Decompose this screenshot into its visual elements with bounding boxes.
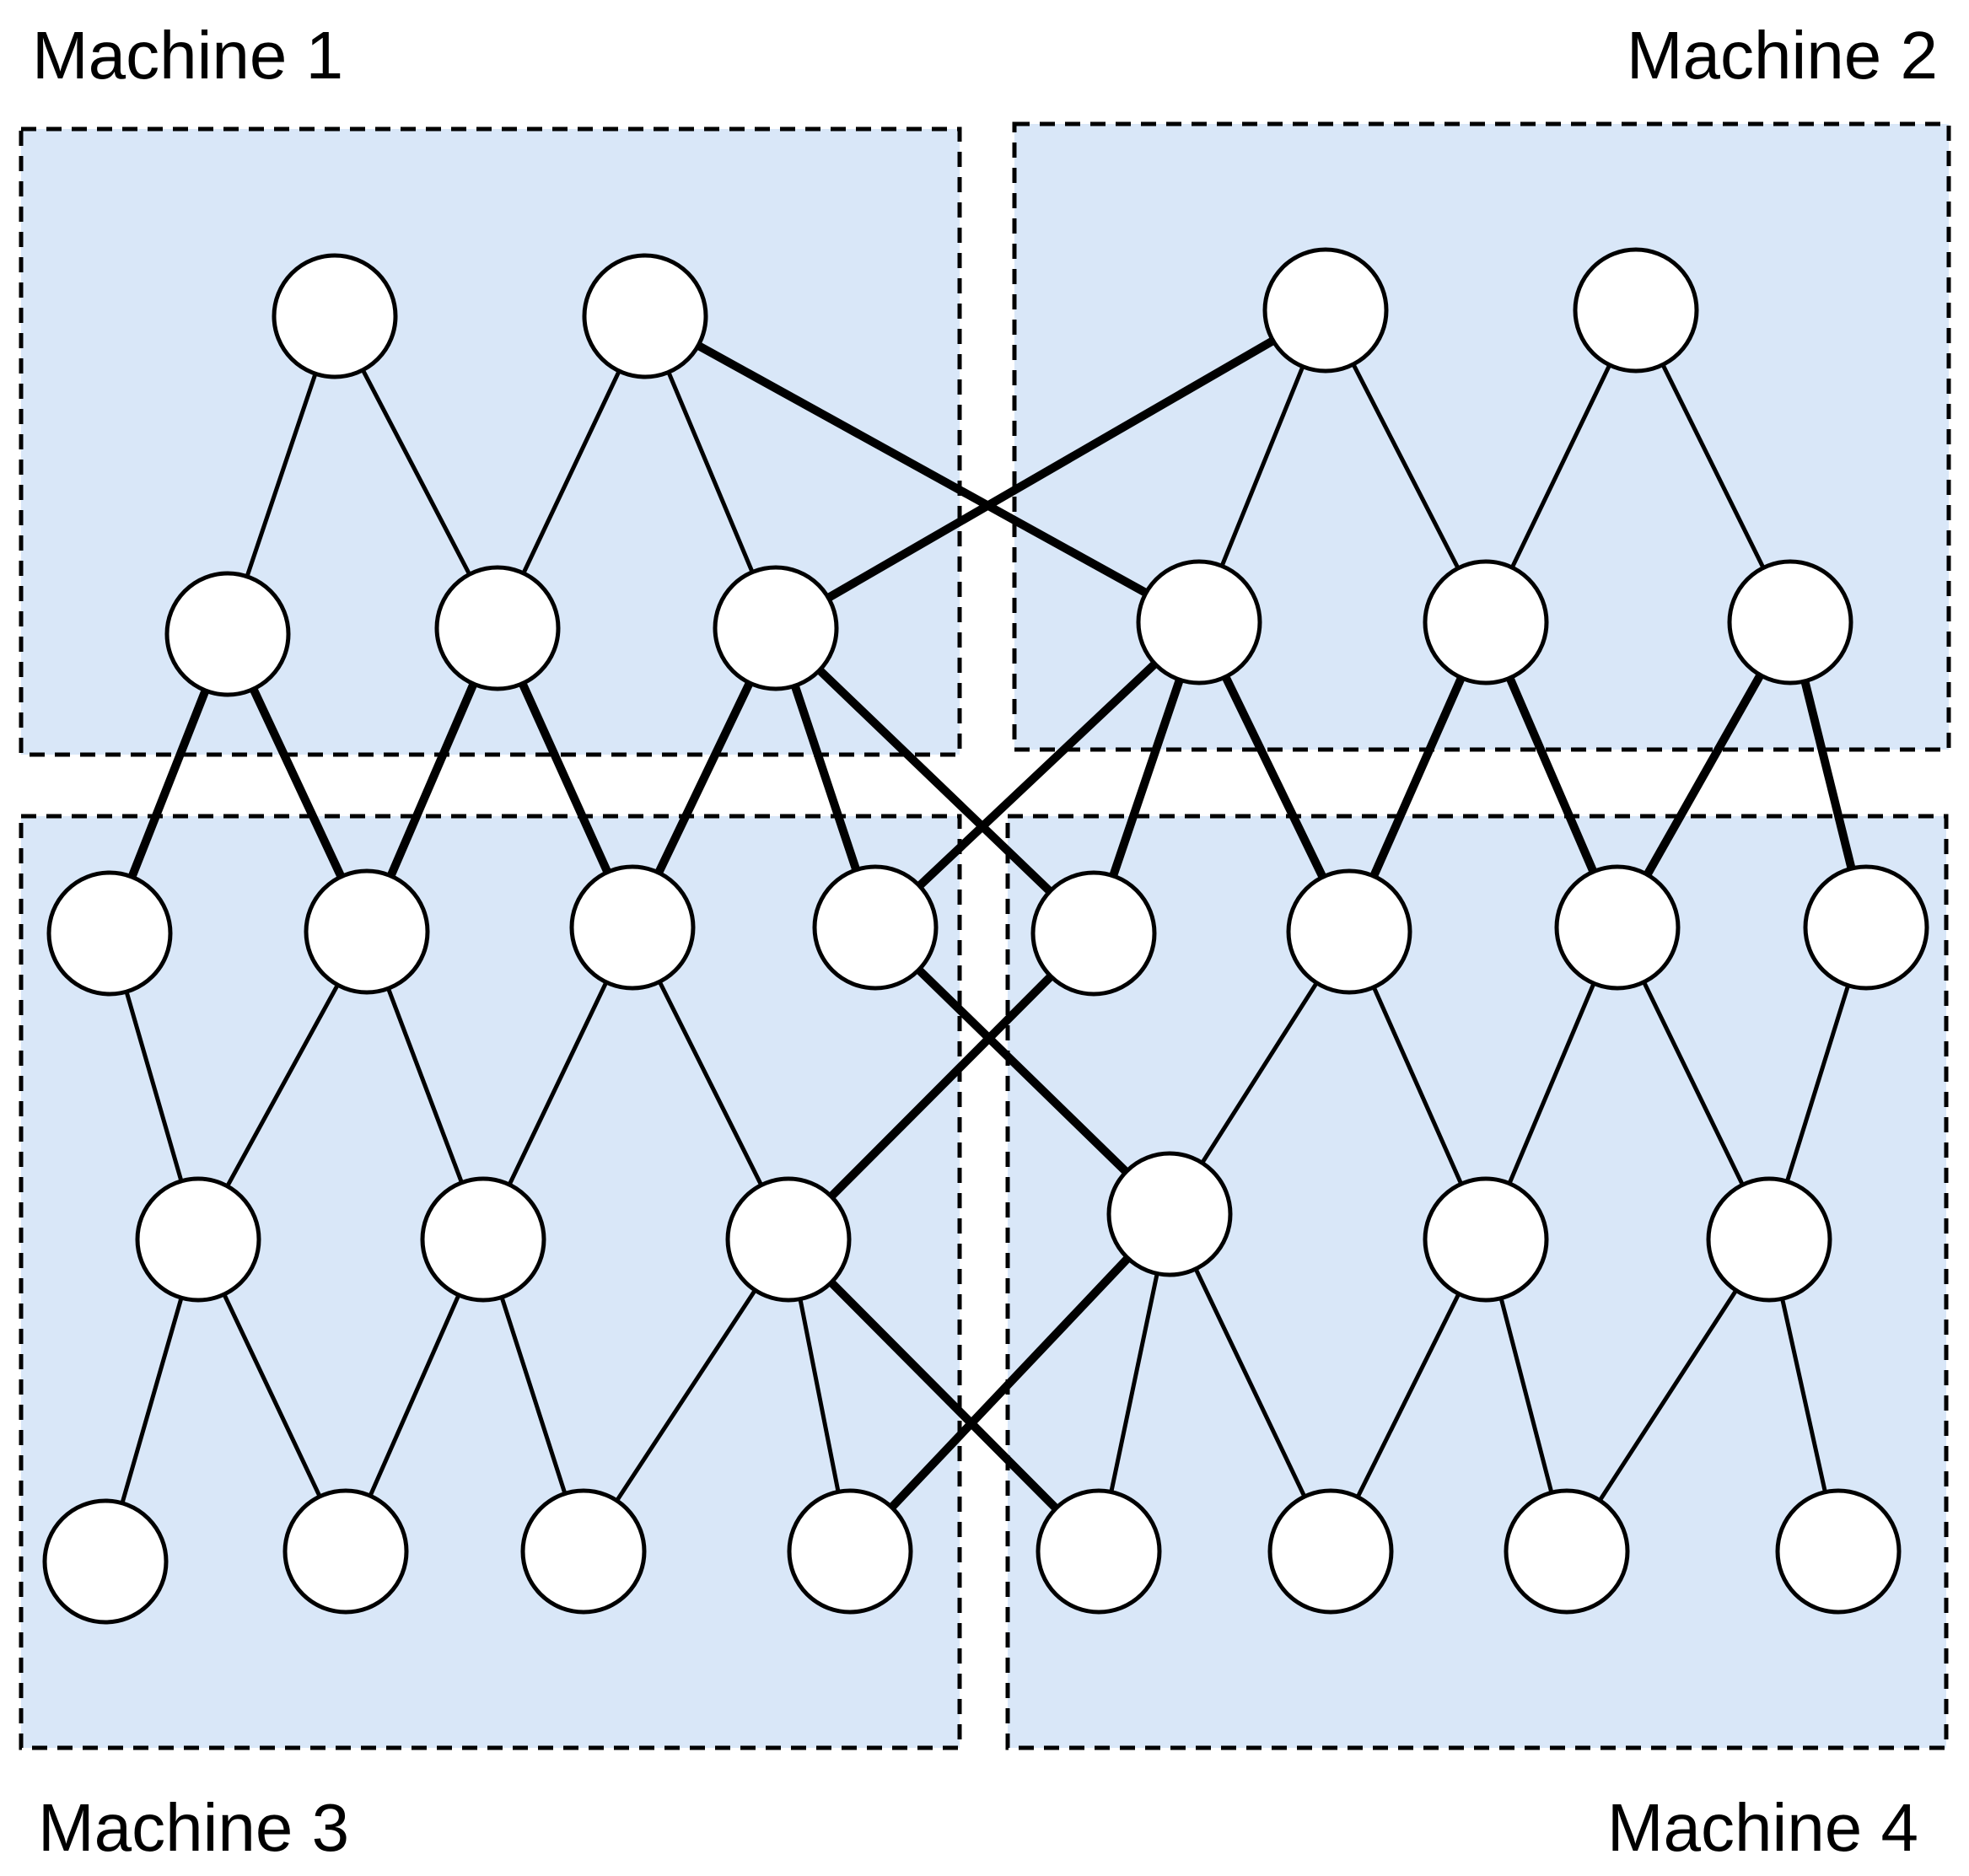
edge-b3-c5	[772, 625, 1097, 937]
edge-d4-e4	[847, 1211, 1173, 1555]
edge-a2-b4	[643, 312, 1202, 626]
machine-3-label: Machine 3	[38, 1790, 349, 1865]
node-c7	[1554, 864, 1681, 991]
edge-c4-d4	[872, 924, 1173, 1218]
node-b4	[1136, 559, 1262, 685]
node-c3	[569, 864, 696, 991]
node-a2	[582, 253, 708, 379]
node-c8	[1803, 864, 1929, 991]
node-d4	[1106, 1151, 1233, 1277]
node-d3	[725, 1176, 852, 1303]
node-e7	[1504, 1488, 1630, 1615]
node-b2	[434, 565, 561, 691]
node-e6	[1267, 1488, 1394, 1615]
node-e8	[1775, 1488, 1902, 1615]
node-c2	[304, 868, 430, 995]
machine-2-label: Machine 2	[1627, 18, 1938, 93]
node-b6	[1727, 559, 1853, 685]
node-d5	[1423, 1176, 1549, 1303]
node-e5	[1036, 1488, 1162, 1615]
edge-a3-b3	[773, 306, 1328, 632]
node-c4	[812, 864, 939, 991]
edge-c5-d3	[785, 930, 1097, 1243]
node-b5	[1423, 559, 1549, 685]
node-d1	[135, 1176, 261, 1303]
graph-nodes	[42, 247, 1929, 1625]
node-d6	[1706, 1176, 1832, 1303]
node-e1	[42, 1498, 169, 1625]
node-d2	[420, 1176, 546, 1303]
node-c1	[46, 870, 173, 997]
edge-d3-e5	[785, 1236, 1102, 1555]
edge-b4-c4	[872, 619, 1202, 931]
machine-1-label: Machine 1	[32, 18, 343, 93]
node-b1	[164, 571, 291, 697]
node-e4	[787, 1488, 913, 1615]
node-e2	[282, 1488, 409, 1615]
node-a3	[1262, 247, 1389, 374]
node-c5	[1030, 870, 1157, 997]
node-a4	[1573, 247, 1699, 374]
node-c6	[1286, 868, 1412, 995]
node-a1	[272, 253, 398, 379]
machine-4-label: Machine 4	[1607, 1790, 1918, 1865]
node-e3	[520, 1488, 647, 1615]
node-b3	[713, 565, 839, 691]
